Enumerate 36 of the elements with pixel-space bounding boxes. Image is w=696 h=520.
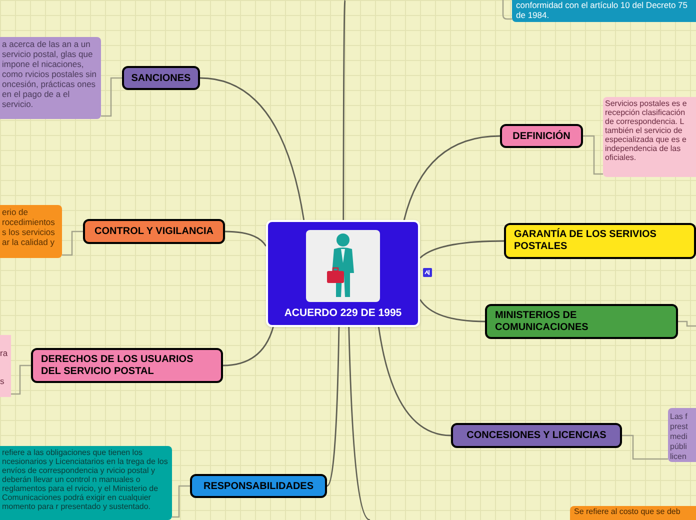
- note-box: erio de rocedimientos s los servicios ar la calidad y: [0, 205, 62, 258]
- connector-line: [326, 326, 340, 487]
- note-box: Se refiere al costo que se deb: [570, 506, 696, 520]
- note-box: Las f prest medi públi licen: [668, 408, 696, 462]
- topic-box: DEFINICIÓN: [500, 124, 583, 148]
- note-box: conformidad con el artículo 10 del Decreto 75 de 1984.: [512, 0, 696, 22]
- topic-box: DERECHOS DE LOS USUARIOS DEL SERVICIO POSTAL: [31, 348, 223, 383]
- central-topic-box: [266, 220, 420, 327]
- note-box: a acerca de las an a un servicio postal, glas que impone el nicaciones, como rvicios postales sin oncesión, prácticas ones en el pago de a el servicio.: [0, 37, 101, 119]
- connector-line: [101, 77, 122, 117]
- connector-line: [678, 320, 696, 327]
- note-box: ra s: [0, 335, 11, 397]
- connector-line: [419, 299, 486, 322]
- connector-line: [224, 230, 267, 246]
- connector-line: [348, 326, 370, 520]
- topic-box: MINISTERIOS DE COMUNICACIONES: [485, 304, 678, 339]
- topic-box: SANCIONES: [122, 66, 200, 90]
- topic-box: RESPONSABILIDADES: [190, 474, 327, 498]
- topic-box: CONTROL Y VIGILANCIA: [83, 219, 225, 244]
- topic-box: GARANTÍA DE LOS SERIVIOS POSTALES: [504, 223, 696, 259]
- topic-title: ACUERDO 229 DE 1995: [284, 306, 402, 321]
- connector-line: [622, 434, 668, 460]
- connector-line: [62, 230, 83, 256]
- connector-line: [502, 0, 512, 20]
- connector-line: [378, 326, 452, 436]
- connector-line: [403, 135, 500, 220]
- topic-box: CONCESIONES Y LICENCIAS: [451, 423, 622, 448]
- connector-line: [200, 77, 305, 220]
- note-box: Servicios postales es e recepción clasificación de correspondencia. L también el servicio de especializada que es e independencia de las oficiales.: [603, 97, 696, 177]
- connector-line: [583, 135, 603, 175]
- connector-line: [342, 0, 346, 220]
- connector-line: [11, 364, 31, 395]
- note-box: refiere a las obligaciones que tienen los ncesionarios y Licenciatarios en la trega de los envíos de correspondencia y rvicio postal y deberán llevar un control n manuales o reglamentos para el rvicio, y el Ministerio de Comunicaciones podrá exigir en cualquier momento para r presentado y sustentado.: [0, 446, 172, 520]
- connector-line: [222, 326, 274, 366]
- connector-line: [420, 240, 504, 258]
- connector-line: [172, 485, 190, 518]
